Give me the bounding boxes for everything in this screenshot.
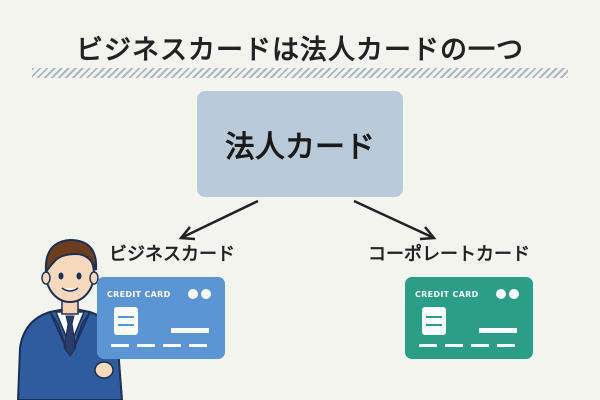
root-node-label: 法人カード — [225, 130, 375, 165]
root-node: 法人カード — [197, 91, 403, 197]
card-bar — [479, 328, 517, 333]
arrowhead-right — [419, 226, 437, 241]
card-logo-icon — [188, 289, 211, 299]
card-bar — [171, 328, 209, 333]
card-number-dashes — [111, 344, 211, 347]
arrow-left — [180, 199, 259, 240]
arrow-right — [353, 199, 435, 240]
credit-card-corporate: CREDIT CARD — [405, 277, 533, 359]
arrowhead-left — [178, 226, 196, 241]
card-chip-icon — [114, 307, 138, 335]
card-chip-icon — [422, 307, 446, 335]
card-brand-text: CREDIT CARD — [107, 290, 171, 299]
card-logo-icon — [496, 289, 519, 299]
credit-card-business: CREDIT CARD — [97, 277, 225, 359]
card-number-dashes — [419, 344, 519, 347]
title-underline — [32, 68, 568, 78]
card-brand-text: CREDIT CARD — [415, 290, 479, 299]
child-label-corporate: コーポレートカード — [368, 244, 530, 265]
child-label-business: ビジネスカード — [109, 244, 235, 265]
diagram-title: ビジネスカードは法人カードの一つ — [76, 35, 524, 66]
